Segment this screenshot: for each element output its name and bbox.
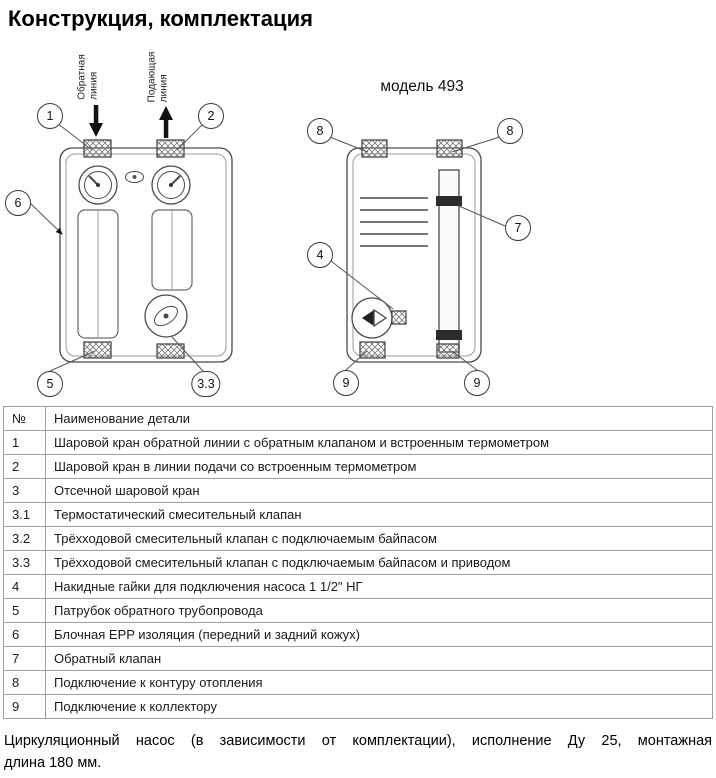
callout-7: 7 (505, 215, 531, 241)
callout-9-left: 9 (333, 370, 359, 396)
diagram-area: Обратная линия Подающая линия модель 493… (0, 50, 716, 404)
table-row: 8 Подключение к контуру отопления (3, 670, 713, 695)
part-name: Трёхходовой смесительный клапан с подклю… (45, 526, 713, 551)
part-number: 3.3 (3, 550, 46, 575)
table-row: 5 Патрубок обратного трубопровода (3, 598, 713, 623)
callout-6: 6 (5, 190, 31, 216)
left-unit-drawing (59, 139, 233, 363)
right-unit-drawing (346, 139, 482, 363)
part-name: Термостатический смесительный клапан (45, 502, 713, 527)
part-number: 4 (3, 574, 46, 599)
table-row: 4 Накидные гайки для подключения насоса … (3, 574, 713, 599)
return-line-label: Обратная линия (76, 54, 100, 100)
left-leader-lines (29, 122, 205, 372)
right-leader-lines (326, 135, 506, 371)
column-header-number: № (3, 406, 46, 431)
part-name: Подключение к контуру отопления (45, 670, 713, 695)
table-row: 3.1 Термостатический смесительный клапан (3, 502, 713, 527)
part-name: Блочная EPP изоляция (передний и задний … (45, 622, 713, 647)
part-name: Шаровой кран обратной линии с обратным к… (45, 430, 713, 455)
page-title: Конструкция, комплектация (8, 6, 313, 31)
part-number: 5 (3, 598, 46, 623)
footer-line-1: Циркуляционный насос (в зависимости от к… (4, 733, 712, 749)
table-row: 3.2 Трёхходовой смесительный клапан с по… (3, 526, 713, 551)
callout-2: 2 (198, 103, 224, 129)
part-number: 9 (3, 694, 46, 719)
part-name: Патрубок обратного трубопровода (45, 598, 713, 623)
part-number: 7 (3, 646, 46, 671)
table-row: 2 Шаровой кран в линии подачи со встроен… (3, 454, 713, 479)
table-row: 1 Шаровой кран обратной линии с обратным… (3, 430, 713, 455)
table-row: 6 Блочная EPP изоляция (передний и задни… (3, 622, 713, 647)
part-number: 2 (3, 454, 46, 479)
table-row: 3.3 Трёхходовой смесительный клапан с по… (3, 550, 713, 575)
model-label: модель 493 (380, 78, 464, 95)
part-name: Накидные гайки для подключения насоса 1 … (45, 574, 713, 599)
up-arrow-icon (159, 106, 173, 138)
technical-drawing (29, 105, 506, 372)
callout-4: 4 (307, 242, 333, 268)
part-name: Трёхходовой смесительный клапан с подклю… (45, 550, 713, 575)
callout-1: 1 (37, 103, 63, 129)
callout-3-3: 3.3 (191, 371, 221, 397)
part-number: 1 (3, 430, 46, 455)
callout-9-right: 9 (464, 370, 490, 396)
part-name: Обратный клапан (45, 646, 713, 671)
table-row: 9 Подключение к коллектору (3, 694, 713, 719)
part-number: 3.2 (3, 526, 46, 551)
table-row: 7 Обратный клапан (3, 646, 713, 671)
table-header-row: № Наименование детали (3, 406, 713, 431)
down-arrow-icon (89, 105, 103, 137)
part-number: 8 (3, 670, 46, 695)
callout-8-left: 8 (307, 118, 333, 144)
callout-5: 5 (37, 371, 63, 397)
column-header-name: Наименование детали (45, 406, 713, 431)
footer-line-2: длина 180 мм. (4, 754, 102, 771)
part-name: Отсечной шаровой кран (45, 478, 713, 503)
part-number: 3 (3, 478, 46, 503)
part-number: 6 (3, 622, 46, 647)
part-name: Подключение к коллектору (45, 694, 713, 719)
part-number: 3.1 (3, 502, 46, 527)
footer-note: Циркуляционный насос (в зависимости от к… (4, 731, 712, 775)
callout-8-right: 8 (497, 118, 523, 144)
table-row: 3 Отсечной шаровой кран (3, 478, 713, 503)
supply-line-label: Подающая линия (146, 51, 170, 103)
parts-table: № Наименование детали 1 Шаровой кран обр… (3, 406, 713, 719)
part-name: Шаровой кран в линии подачи со встроенны… (45, 454, 713, 479)
